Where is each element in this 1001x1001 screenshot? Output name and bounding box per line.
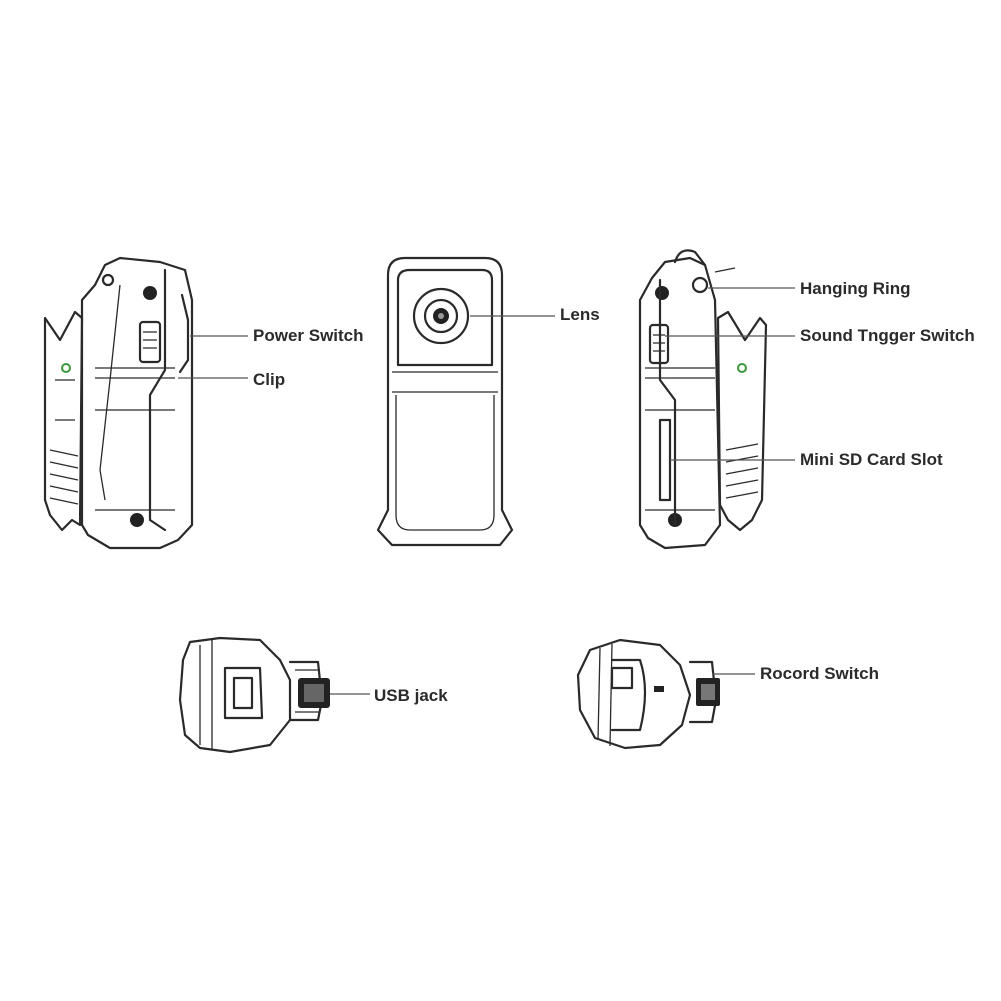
screw-icon: [143, 286, 157, 300]
power-switch-label: Power Switch: [253, 326, 364, 345]
lens-icon: [412, 287, 470, 345]
record-switch-label: Rocord Switch: [760, 664, 880, 683]
left-body: [80, 256, 194, 550]
record-switch-icon: [696, 678, 720, 706]
left-clip: [43, 310, 84, 532]
clip-label: Clip: [253, 370, 286, 389]
bottom-view-usb: [178, 636, 330, 754]
clip-indicator-icon: [737, 363, 747, 373]
hanging-ring-label: Hanging Ring: [800, 279, 911, 298]
lens-label: Lens: [560, 305, 600, 324]
left-side-view: [43, 256, 194, 550]
sd-card-slot-icon: [658, 418, 672, 502]
usb-jack-icon: [298, 678, 330, 708]
sound-trigger-switch-label: Sound Tngger Switch: [800, 326, 975, 345]
right-side-view: [638, 249, 768, 550]
screw-icon: [655, 286, 669, 300]
hanging-ring-icon: [673, 249, 736, 294]
usb-jack-label: USB jack: [374, 686, 448, 705]
right-clip: [716, 310, 768, 532]
screw-icon: [130, 513, 144, 527]
mini-sd-card-slot-label: Mini SD Card Slot: [800, 450, 943, 469]
bottom-view-record: [576, 638, 720, 750]
front-view: [376, 256, 514, 547]
sound-trigger-switch-slider: [648, 323, 670, 365]
power-switch-slider: [138, 320, 162, 364]
clip-indicator-icon: [61, 363, 71, 373]
